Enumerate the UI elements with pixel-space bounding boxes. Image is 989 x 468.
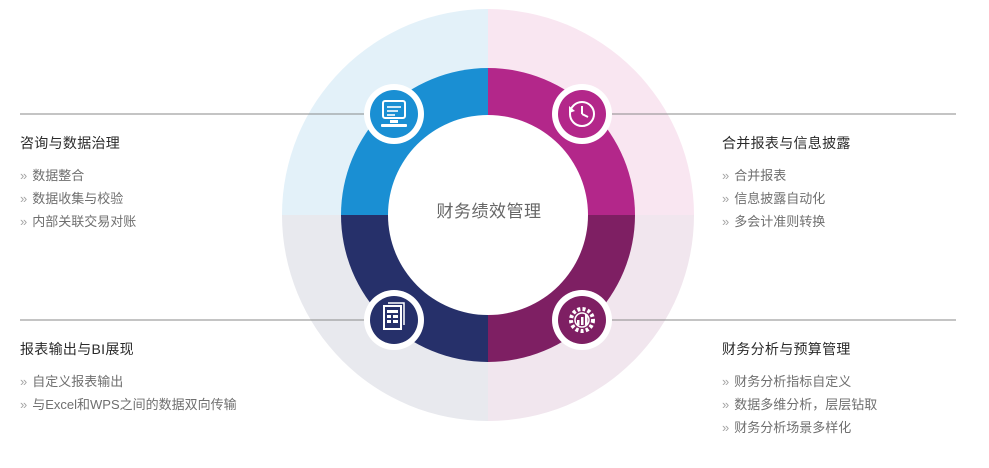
feature-list: »财务分析指标自定义 »数据多维分析，层层钻取 »财务分析场景多样化 <box>722 370 962 439</box>
center-title: 财务绩效管理 <box>436 202 542 221</box>
chevron-right-icon: » <box>722 420 730 435</box>
chevron-right-icon: » <box>20 374 28 389</box>
center-disc <box>388 115 588 315</box>
quadrant-block-bottom-right: 财务分析与预算管理 »财务分析指标自定义 »数据多维分析，层层钻取 »财务分析场… <box>722 339 962 439</box>
analysis-gear-icon <box>552 290 612 350</box>
clock-refresh-icon <box>552 84 612 144</box>
chevron-right-icon: » <box>20 168 28 183</box>
list-item: »数据多维分析，层层钻取 <box>722 397 878 412</box>
quadrant-title: 财务分析与预算管理 <box>722 341 851 357</box>
chevron-right-icon: » <box>20 397 28 412</box>
list-item: »数据整合 <box>20 168 85 183</box>
quadrant-block-top-left: 咨询与数据治理 »数据整合 »数据收集与校验 »内部关联交易对账 <box>20 133 260 233</box>
quadrant-title: 报表输出与BI展现 <box>20 341 134 357</box>
quadrant-block-bottom-left: 报表输出与BI展现 »自定义报表输出 »与Excel和WPS之间的数据双向传输 <box>20 339 260 416</box>
report-document-icon <box>364 290 424 350</box>
chevron-right-icon: » <box>20 214 28 229</box>
chevron-right-icon: » <box>722 191 730 206</box>
quadrant-title: 咨询与数据治理 <box>20 135 121 151</box>
feature-list: »数据整合 »数据收集与校验 »内部关联交易对账 <box>20 164 260 233</box>
list-item: »内部关联交易对账 <box>20 214 137 229</box>
list-item: »信息披露自动化 <box>722 191 826 206</box>
quadrant-block-top-right: 合并报表与信息披露 »合并报表 »信息披露自动化 »多会计准则转换 <box>722 133 962 233</box>
list-item: »财务分析场景多样化 <box>722 420 852 435</box>
list-item: »合并报表 <box>722 168 787 183</box>
list-item: »与Excel和WPS之间的数据双向传输 <box>20 397 237 412</box>
list-item: »数据收集与校验 <box>20 191 124 206</box>
list-item: »自定义报表输出 <box>20 374 124 389</box>
list-item: »多会计准则转换 <box>722 214 826 229</box>
chevron-right-icon: » <box>20 191 28 206</box>
chevron-right-icon: » <box>722 214 730 229</box>
quadrant-title: 合并报表与信息披露 <box>722 135 851 151</box>
chevron-right-icon: » <box>722 397 730 412</box>
chevron-right-icon: » <box>722 168 730 183</box>
feature-list: »合并报表 »信息披露自动化 »多会计准则转换 <box>722 164 962 233</box>
chevron-right-icon: » <box>722 374 730 389</box>
monitor-icon <box>364 84 424 144</box>
feature-list: »自定义报表输出 »与Excel和WPS之间的数据双向传输 <box>20 370 260 416</box>
list-item: »财务分析指标自定义 <box>722 374 852 389</box>
